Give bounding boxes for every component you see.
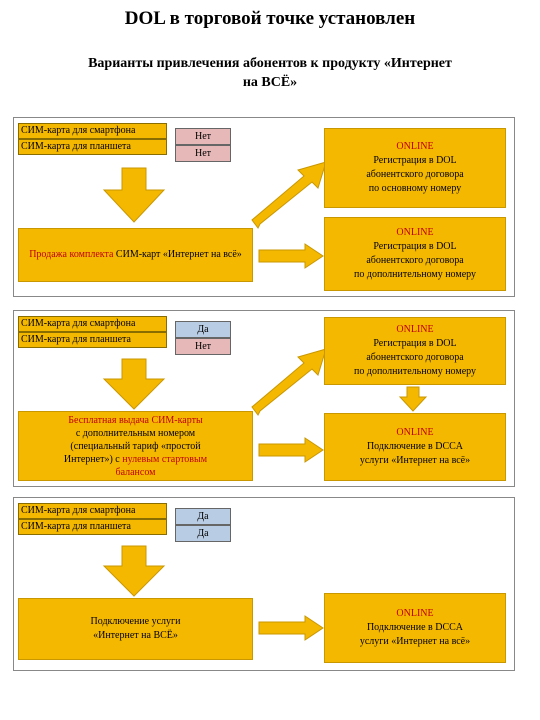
right-line: Регистрация в DOL — [373, 241, 457, 252]
center-line-red: нулевым стартовым — [122, 453, 208, 465]
right-line: Регистрация в DOL — [373, 338, 457, 349]
answer-tablet: Да — [175, 525, 231, 542]
center-line: (специальный тариф «простой — [70, 440, 201, 452]
diagonal-arrow — [251, 161, 327, 229]
online-register-main-box: ONLINE Регистрация в DOL абонентского до… — [324, 128, 506, 208]
right-line: услуги «Интернет на всё» — [359, 636, 471, 647]
sim-tablet-box: СИМ-карта для планшета — [18, 519, 167, 535]
right-arrow — [258, 615, 324, 641]
online-dcca-box: ONLINE Подключение в DCCA услуги «Интерн… — [324, 413, 506, 481]
online-register-extra-box: ONLINE Регистрация в DOL абонентского до… — [324, 317, 506, 385]
sim-tablet-box: СИМ-карта для планшета — [18, 139, 167, 155]
center-text: СИМ-карт «Интернет на всё» — [113, 249, 242, 260]
right-arrow — [258, 437, 324, 463]
connect-service-box: Подключение услуги «Интернет на ВСЁ» — [18, 598, 253, 660]
center-line: Интернет») с — [63, 453, 123, 465]
online-label: ONLINE — [396, 227, 434, 238]
diagonal-arrow — [251, 348, 327, 416]
sim-smartphone-box: СИМ-карта для смартфона — [18, 503, 167, 519]
answer-smartphone: Да — [175, 508, 231, 525]
answer-smartphone: Да — [175, 321, 231, 338]
online-register-extra-box: ONLINE Регистрация в DOL абонентского до… — [324, 217, 506, 291]
down-arrow — [102, 358, 166, 410]
online-label: ONLINE — [396, 427, 434, 438]
sim-tablet-box: СИМ-карта для планшета — [18, 332, 167, 348]
center-line-red: балансом — [115, 466, 156, 478]
scenario-1: СИМ-карта для смартфона СИМ-карта для пл… — [13, 117, 515, 297]
answer-tablet: Нет — [175, 338, 231, 355]
sim-smartphone-box: СИМ-карта для смартфона — [18, 123, 167, 139]
sell-sim-kit-box: Продажа комплекта СИМ-карт «Интернет на … — [18, 228, 253, 282]
right-line: Подключение в DCCA — [366, 622, 464, 633]
right-line: абонентского договора — [366, 255, 464, 266]
down-arrow — [102, 167, 166, 223]
page-title: DOL в торговой точке установлен — [124, 8, 416, 29]
online-label: ONLINE — [396, 324, 434, 335]
page-subtitle: Варианты привлечения абонентов к продукт… — [88, 56, 452, 90]
down-arrow — [102, 545, 166, 597]
center-line: с дополнительным номером — [75, 427, 196, 439]
right-line: абонентского договора — [366, 352, 464, 363]
answer-tablet: Нет — [175, 145, 231, 162]
free-sim-box: Бесплатная выдача СИМ-карты с дополнител… — [18, 411, 253, 481]
right-line: Регистрация в DOL — [373, 155, 457, 166]
sim-smartphone-box: СИМ-карта для смартфона — [18, 316, 167, 332]
right-line: услуги «Интернет на всё» — [359, 455, 471, 466]
center-line: «Интернет на ВСЁ» — [93, 630, 178, 641]
right-line: по дополнительному номеру — [354, 269, 476, 280]
center-line: Подключение услуги — [90, 616, 181, 627]
online-dcca-box: ONLINE Подключение в DCCA услуги «Интерн… — [324, 593, 506, 663]
right-line: по основному номеру — [368, 183, 462, 194]
online-label: ONLINE — [396, 608, 434, 619]
center-line-red: Бесплатная выдача СИМ-карты — [68, 414, 203, 426]
right-line: абонентского договора — [366, 169, 464, 180]
right-line: по дополнительному номеру — [354, 366, 476, 377]
online-label: ONLINE — [396, 141, 434, 152]
right-arrow — [258, 243, 324, 269]
down-arrow-small — [398, 386, 428, 412]
answer-smartphone: Нет — [175, 128, 231, 145]
center-text-red: Продажа комплекта — [29, 249, 114, 260]
scenario-3: СИМ-карта для смартфона СИМ-карта для пл… — [13, 497, 515, 671]
scenario-2: СИМ-карта для смартфона СИМ-карта для пл… — [13, 310, 515, 487]
right-line: Подключение в DCCA — [366, 441, 464, 452]
